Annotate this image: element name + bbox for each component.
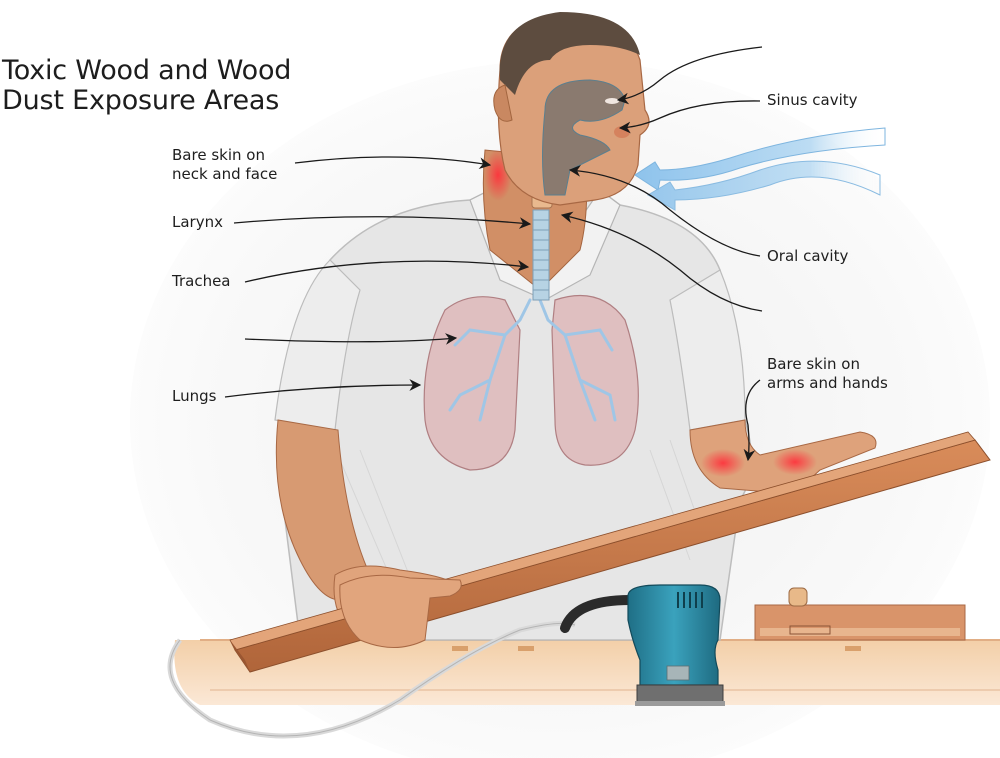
eye-arrow	[616, 46, 763, 105]
label-oral-cavity: Oral cavity	[767, 247, 849, 265]
sinus-oral-cavity-overlay	[542, 79, 626, 196]
label-bare-skin-neck: Bare skin on neck and face	[172, 146, 277, 184]
hand-exposure-highlight	[773, 449, 817, 475]
label-trachea: Trachea	[172, 272, 231, 290]
title-line-2: Dust Exposure Areas	[2, 85, 280, 116]
label-lungs: Lungs	[172, 387, 217, 405]
title-line-1: Toxic Wood and Wood	[2, 55, 292, 86]
right-arm	[689, 419, 877, 493]
lungs-arrow	[224, 379, 422, 398]
arm-exposure-highlight	[701, 449, 745, 477]
sander-cord-outline	[169, 622, 576, 737]
label-larynx: Larynx	[172, 213, 223, 231]
callout-arrows	[224, 46, 763, 462]
larynx-arrow	[233, 216, 532, 229]
label-bare-skin-arms-line-2: arms and hands	[767, 374, 888, 392]
trachea-arrow	[244, 259, 530, 283]
label-bare-skin-arms: Bare skin on arms and hands	[767, 355, 888, 393]
label-bare-skin-neck-line-2: neck and face	[172, 165, 278, 183]
trachea-illustration	[532, 209, 550, 301]
head	[493, 12, 650, 206]
bronchi-arrow	[244, 333, 458, 345]
sinus-arrow	[618, 100, 761, 134]
left-hand	[339, 574, 462, 648]
bare-skin-arms-arrow	[743, 379, 761, 462]
label-bare-skin-neck-line-1: Bare skin on	[172, 146, 265, 164]
oral-cavity-arrow	[568, 165, 761, 257]
diagram-title: Toxic Wood and Wood Dust Exposure Areas	[2, 56, 291, 116]
throat-arrow	[560, 211, 763, 312]
label-sinus-cavity: Sinus cavity	[767, 91, 858, 109]
workbench	[174, 587, 1000, 705]
airflow-arrows	[634, 127, 886, 211]
orbital-sander	[560, 584, 725, 706]
bare-skin-neck-arrow	[294, 156, 492, 170]
label-bare-skin-arms-line-1: Bare skin on	[767, 355, 860, 373]
